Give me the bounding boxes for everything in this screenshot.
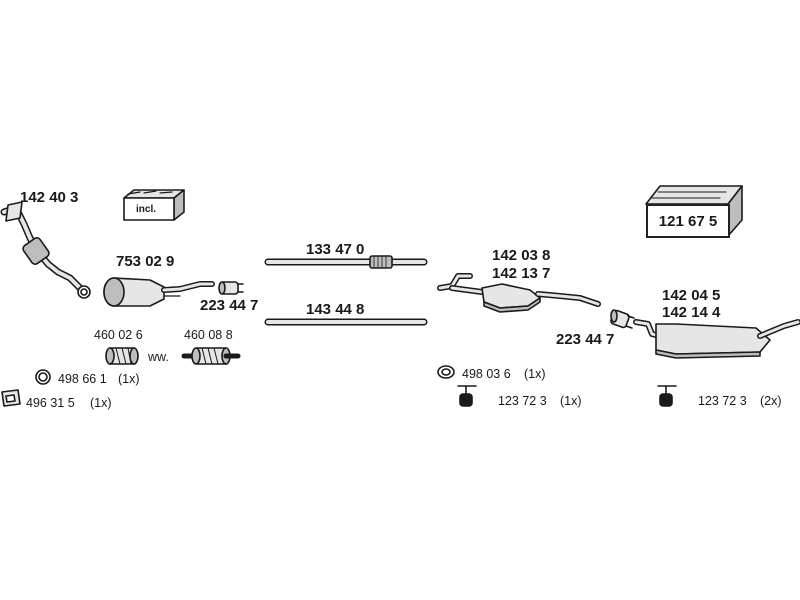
intermediate-pipe-1-label: 133 47 0	[306, 241, 365, 258]
rear-silencer-label-a: 142 04 5	[662, 287, 721, 304]
intermediate-pipe-1-drawing	[264, 255, 428, 269]
rubber-ring-qty: (1x)	[524, 367, 546, 381]
clamp-middle-drawing	[610, 309, 635, 329]
gasket-a-drawing	[105, 347, 139, 365]
clamp-middle-label: 223 44 7	[556, 331, 615, 348]
hanger-rear-label: 123 72 3	[698, 394, 747, 408]
catalytic-converter-label: 753 02 9	[116, 253, 175, 270]
fitting-kit-included-label: incl.	[136, 204, 157, 215]
front-pipe-drawing	[0, 201, 91, 299]
bracket-front-label: 496 31 5	[26, 396, 75, 410]
hanger-middle-qty: (1x)	[560, 394, 582, 408]
middle-silencer-label-a: 142 03 8	[492, 247, 551, 264]
middle-silencer-label-b: 142 13 7	[492, 265, 551, 282]
seal-ring-qty: (1x)	[118, 372, 140, 386]
seal-ring-label: 498 66 1	[58, 372, 107, 386]
rear-silencer-label-b: 142 14 4	[662, 304, 721, 321]
fitting-kit-drawing	[123, 189, 185, 221]
hanger-rear-qty: (2x)	[760, 394, 782, 408]
seal-ring-drawing	[35, 369, 51, 385]
mounting-kit-box-label: 121 67 5	[646, 204, 730, 238]
clamp-front-drawing	[218, 281, 244, 295]
middle-silencer-drawing	[437, 273, 601, 313]
mounting-kit-box-drawing	[645, 185, 743, 237]
hanger-rear-drawing	[657, 385, 677, 407]
hanger-middle-drawing	[457, 385, 477, 407]
catalytic-converter-drawing	[103, 277, 215, 307]
gasket-b-label: 460 08 8	[184, 328, 233, 342]
gasket-b-drawing	[181, 347, 241, 365]
hanger-middle-label: 123 72 3	[498, 394, 547, 408]
clamp-front-label: 223 44 7	[200, 297, 259, 314]
front-pipe-label: 142 40 3	[20, 189, 79, 206]
rubber-ring-label: 498 03 6	[462, 367, 511, 381]
rear-silencer-drawing	[633, 319, 800, 359]
gasket-separator-label: ww.	[148, 350, 169, 364]
gasket-a-label: 460 02 6	[94, 328, 143, 342]
intermediate-pipe-2-label: 143 44 8	[306, 301, 365, 318]
bracket-front-qty: (1x)	[90, 396, 112, 410]
rubber-ring-drawing	[437, 365, 455, 379]
bracket-front-drawing	[1, 389, 21, 407]
